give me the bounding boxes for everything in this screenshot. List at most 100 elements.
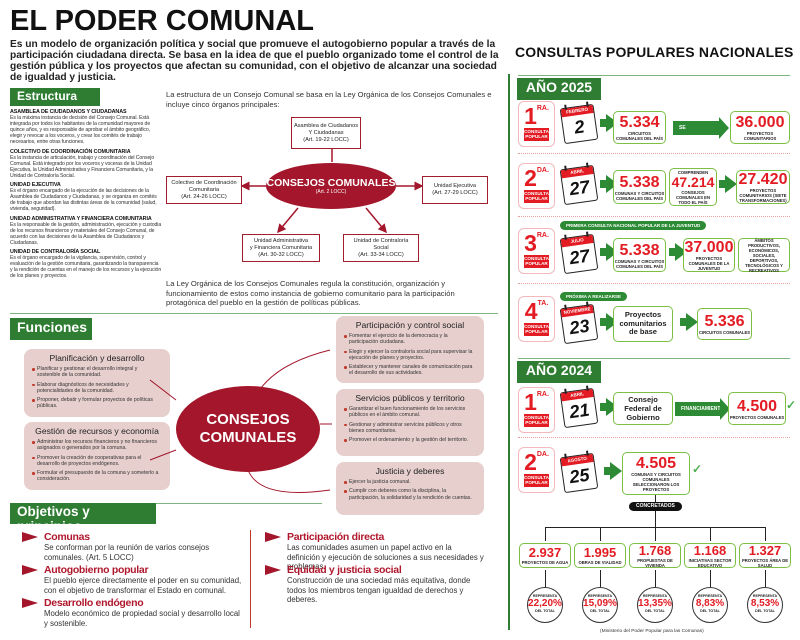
objective-title: Comunas <box>22 531 242 543</box>
consulta-badge: 2DA.CONSULTA POPULAR <box>518 163 555 209</box>
result-value: 1.768 <box>638 542 672 558</box>
function-item: Fomentar el ejercicio de la democracia y… <box>344 333 476 346</box>
ordinal-suffix: RA. <box>536 232 549 239</box>
stat-box: ÁMBITOS PRODUCTIVOS, ECONÓMICOS, SOCIALE… <box>738 238 790 273</box>
tree-line <box>600 527 601 541</box>
tree-line <box>765 527 766 541</box>
diagram-footer: La Ley Orgánica de los Consejos Comunale… <box>166 279 455 308</box>
postularon-band: SE POSTULARON <box>673 117 729 145</box>
function-item: Garantizar el buen funcionamiento de los… <box>344 406 476 419</box>
of-total-label: DEL TOTAL <box>590 609 610 613</box>
divider <box>518 75 790 76</box>
node-line: y Financiera Comunitaria <box>249 244 313 251</box>
tree-line <box>710 570 711 587</box>
juventud-pill: PRIMERA CONSULTA NACIONAL POPULAR DE LA … <box>560 221 707 230</box>
represents-label: REPRESENTA <box>642 594 668 598</box>
result-value: 1.995 <box>583 545 617 560</box>
stat-value: 37.000 <box>684 239 734 256</box>
stat-box: Proyectos comunitarios de base <box>613 306 673 342</box>
function-box: Participación y control social Fomentar … <box>336 316 484 383</box>
result-value: 1.327 <box>748 542 782 558</box>
tree-line <box>655 570 656 587</box>
stat-value: 5.336 <box>704 313 745 330</box>
represents-label: REPRESENTA <box>532 594 558 598</box>
function-item: Promover la creación de cooperativas par… <box>32 455 162 468</box>
divider <box>518 153 790 154</box>
objetivos-heading: Objetivos y principios <box>10 503 156 534</box>
objective-title: Autogobierno popular <box>22 564 242 576</box>
stat-box: Consejo Federal de Gobierno <box>613 392 673 425</box>
consulta-label: CONSULTA POPULAR <box>524 414 549 427</box>
stat-label: CIRCUITOS COMUNALES DEL PAÍS <box>615 131 664 141</box>
arrow-right-icon <box>719 175 737 193</box>
consulta-label: CONSULTA POPULAR <box>524 474 549 487</box>
node-line: Unidad Administrativa <box>253 237 309 244</box>
tree-line <box>710 527 711 541</box>
source-note: (Ministerio del Poder Popular para las C… <box>600 629 704 634</box>
node-line: (Art. 27-29 LOCC) <box>432 190 478 196</box>
objective-text: Se conforman por la reunión de varios co… <box>44 543 210 562</box>
ordinal: 4 <box>524 298 538 324</box>
struct-text: Es la instancia de articulación, trabajo… <box>10 154 155 179</box>
ordinal: 2 <box>524 449 537 475</box>
result-value: 1.168 <box>693 542 727 558</box>
struct-title: ASAMBLEA DE CIUDADANOS Y CIUDADANAS <box>10 109 127 115</box>
page-title: EL PODER COMUNAL <box>10 5 314 37</box>
result-label: PROPUESTAS DE VIVIENDA <box>637 557 673 568</box>
stat-label: PROYECTOS COMUNALES DE LA JUVENTUD <box>688 256 730 271</box>
estructura-heading: Estructura <box>10 88 100 106</box>
result-label: OBRAS DE VIALIDAD <box>578 560 622 565</box>
calendar-day: 27 <box>568 245 591 269</box>
consulta-badge: 2DA.CONSULTA POPULAR <box>518 447 555 493</box>
tree-line <box>765 570 766 587</box>
consulta-badge: 1RA.CONSULTA POPULAR <box>518 387 555 433</box>
stat-label: Proyectos comunitarios de base <box>619 310 667 337</box>
stat-value: 47.214 <box>671 173 715 190</box>
calendar-day: 2 <box>573 116 586 138</box>
financiamiento-band: FINANCIAMIENTO <box>675 398 730 420</box>
struct-title: COLECTIVO DE COORDINACIÓN COMUNITARIA <box>10 148 131 155</box>
calendar-day: 21 <box>568 399 591 423</box>
objective-title: Participación directa <box>265 531 485 543</box>
node-line: (Art. 19-22 LOCC) <box>303 136 349 143</box>
objective-text: Las comunidades asumen un papel activo e… <box>287 543 484 572</box>
ordinal: 1 <box>524 103 537 129</box>
stat-prefix: COMPRENDEN <box>677 169 709 175</box>
struct-text: Es el órgano encargado de la vigilancia,… <box>10 255 162 280</box>
result-label: PROYECTOS ÁREA DE SALUD <box>741 557 789 568</box>
struct-title: UNIDAD DE CONTRALORÍA SOCIAL <box>10 248 101 255</box>
node-line: (Art. 30-32 LOCC) <box>258 251 304 258</box>
function-item: Elegir y ejercer la contraloría social p… <box>344 349 476 362</box>
stat-value: 4.505 <box>635 455 677 472</box>
center-sub: (Art. 2 LOCC) <box>315 189 347 195</box>
function-item: Proponer, debatir y formular proyectos d… <box>32 397 162 410</box>
stat-label: CIRCUITOS COMUNALES <box>698 330 751 335</box>
consulta-badge: 3RA.CONSULTA POPULAR <box>518 228 555 274</box>
diagram-intro: La estructura de un Consejo Comunal se b… <box>166 90 492 109</box>
tree-line <box>655 527 656 541</box>
tree-line <box>655 495 656 527</box>
function-box: Servicios públicos y territorio Garantiz… <box>336 389 484 456</box>
function-title: Servicios públicos y territorio <box>355 393 465 403</box>
function-box: Planificación y desarrollo Planificar y … <box>24 349 170 417</box>
node-line: Unidad de Contraloría <box>353 237 409 244</box>
function-title: Gestión de recursos y economía <box>35 426 159 436</box>
node-line: Y Ciudadanas <box>308 129 344 136</box>
